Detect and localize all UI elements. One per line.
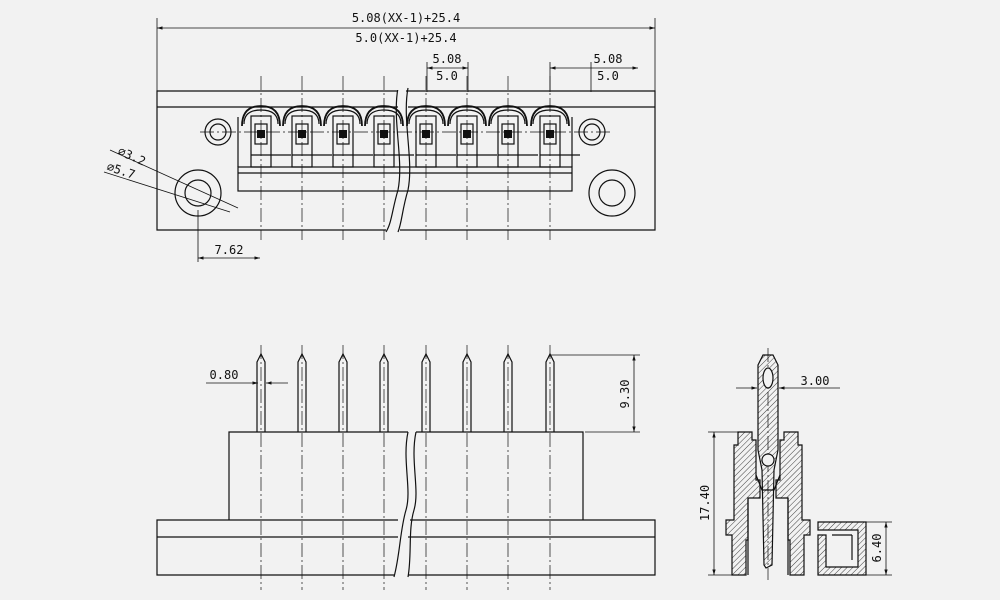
top-body [156, 84, 656, 233]
overall-dim-label-2: 5.0(XX-1)+25.4 [355, 31, 456, 45]
pin-height-label: 9.30 [618, 380, 632, 409]
terminal-1 [241, 105, 291, 168]
side-housing-left [725, 431, 761, 576]
front-view: 0.80 9.30 [156, 352, 656, 578]
end-dim-label-1: 5.08 [594, 52, 623, 66]
pitch-dim-label-1: 5.08 [433, 52, 462, 66]
top-view: 5.08(XX-1)+25.4 5.0(XX-1)+25.4 5.08 5.0 … [103, 11, 656, 262]
pin-height-dimension: 9.30 [550, 354, 640, 433]
terminal-3 [323, 105, 373, 168]
side-pin-label: 3.00 [801, 374, 830, 388]
side-view: 3.00 17.40 6.40 [698, 348, 892, 580]
pin-width-label: 0.80 [210, 368, 239, 382]
terminal-7 [488, 105, 538, 168]
side-height-label: 17.40 [698, 485, 712, 521]
overall-dimension: 5.08(XX-1)+25.4 5.0(XX-1)+25.4 [156, 11, 656, 92]
side-base-dimension: 6.40 [866, 521, 892, 576]
side-height-dimension: 17.40 [698, 431, 738, 576]
pitch-dim-label-2: 5.0 [436, 69, 458, 83]
terminal-8 [530, 105, 580, 168]
terminal-6 [447, 105, 497, 168]
end-dimension: 5.08 5.0 [549, 52, 638, 92]
end-dim-label-2: 5.0 [597, 69, 619, 83]
side-housing-right [775, 431, 811, 576]
mount-hole-right-large [588, 169, 636, 217]
terminal-row [241, 105, 580, 168]
pin-width-dimension: 0.80 [206, 368, 288, 385]
overall-dim-label-1: 5.08(XX-1)+25.4 [352, 11, 460, 25]
mount-hole-left-large [174, 169, 222, 217]
side-base-label: 6.40 [870, 534, 884, 563]
side-pin-dimension: 3.00 [736, 374, 840, 390]
plug-strip [237, 117, 573, 192]
hole-offset-label: 7.62 [215, 243, 244, 257]
terminal-2 [282, 105, 332, 168]
front-body [156, 431, 656, 578]
hole-offset-dimension: 7.62 [197, 210, 260, 262]
terminal-5 [406, 105, 456, 168]
side-base-block [817, 521, 867, 576]
pitch-dimension: 5.08 5.0 [426, 52, 469, 92]
front-pin-row [256, 352, 555, 432]
hole-diameter-leaders: ∅3.2 ∅5.7 [103, 144, 239, 213]
